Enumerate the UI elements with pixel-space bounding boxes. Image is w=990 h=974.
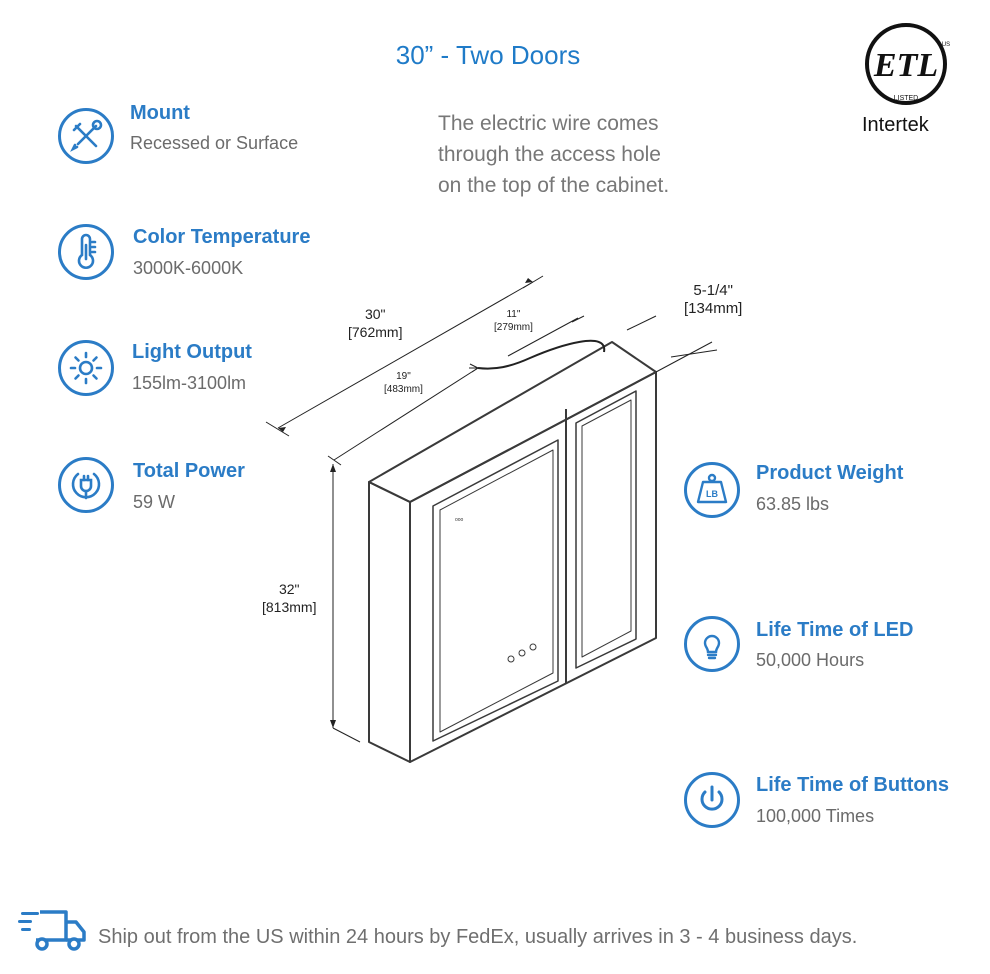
dimension-inches: 11" — [506, 309, 521, 320]
feature-value: 50,000 Hours — [756, 650, 865, 670]
page-title: 30” - Two Doors — [395, 40, 581, 70]
feature-value: 59 W — [133, 492, 176, 512]
feature-value: Recessed or Surface — [130, 133, 299, 153]
electric-wire — [477, 339, 606, 370]
feature-title: Life Time of LED — [756, 619, 914, 641]
dimension-mm: [134mm] — [684, 300, 743, 317]
height-dimension: 32" [813mm] — [262, 580, 316, 616]
feature-title: Light Output — [132, 341, 252, 363]
feature-title: Mount — [130, 102, 190, 124]
etl-listed-text: LISTED — [894, 95, 919, 102]
weight-icon-text: LB — [706, 489, 718, 499]
feature-title: Color Temperature — [133, 226, 311, 248]
dimension-inches: 30" — [364, 306, 386, 322]
feature-value: 3000K-6000K — [133, 258, 244, 278]
feature-title: Total Power — [133, 460, 245, 482]
wire-note-line: on the top of the cabinet. — [438, 174, 670, 197]
feature-title: Product Weight — [756, 462, 904, 484]
feature-value: 63.85 lbs — [756, 494, 830, 514]
dimension-inches: 19" — [396, 371, 411, 382]
plug-icon — [58, 457, 114, 513]
dimension-lines — [265, 275, 718, 743]
hole-gap-dimension: 11" [279mm] — [494, 308, 533, 334]
door-brand-mark: ooo — [455, 517, 464, 523]
wire-note: The electric wire comes through the acce… — [438, 108, 728, 201]
dimension-inches: 5-1/4" — [693, 282, 733, 299]
wire-note-line: The electric wire comes — [438, 112, 659, 135]
thermometer-icon — [58, 224, 114, 280]
weight-icon: LB — [684, 462, 740, 518]
shipping-info: Ship out from the US within 24 hours by … — [98, 926, 858, 948]
etl-certification: ETL LISTED US — [862, 20, 952, 117]
dimension-mm: [762mm] — [348, 324, 403, 340]
tools-icon — [58, 108, 114, 164]
depth-dimension: 5-1/4" [134mm] — [684, 282, 742, 318]
dimension-inches: 32" — [278, 581, 300, 597]
etl-logo: ETL LISTED US — [865, 23, 950, 105]
cabinet-body — [368, 341, 657, 763]
dimension-mm: [279mm] — [494, 322, 533, 333]
dimension-mm: [813mm] — [262, 599, 317, 615]
etl-logo-text: ETL — [873, 47, 938, 84]
power-icon — [684, 772, 740, 828]
feature-value: 155lm-3100lm — [132, 373, 247, 393]
dimension-mm: [483mm] — [384, 384, 423, 395]
touch-buttons — [507, 643, 537, 663]
truck-icon — [18, 910, 86, 951]
feature-value: 100,000 Times — [756, 806, 875, 826]
lightbulb-icon — [684, 616, 740, 672]
feature-title: Life Time of Buttons — [756, 774, 949, 796]
hole-offset-dimension: 19" [483mm] — [384, 370, 423, 396]
wire-note-line: through the access hole — [438, 143, 661, 166]
etl-us-text: US — [942, 42, 950, 48]
sun-icon — [58, 340, 114, 396]
intertek-label: Intertek — [862, 114, 929, 136]
width-dimension: 30" [762mm] — [348, 305, 402, 341]
